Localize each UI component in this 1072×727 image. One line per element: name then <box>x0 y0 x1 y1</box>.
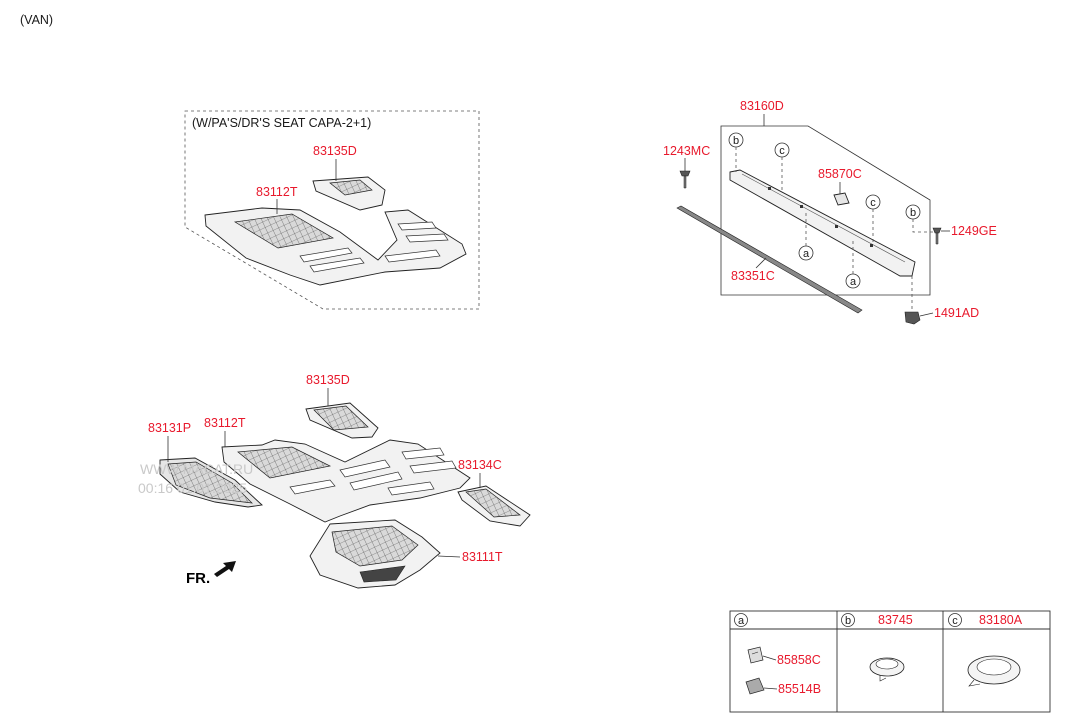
inset-mat-83112t[interactable] <box>204 207 467 286</box>
inset-box-frame <box>184 110 480 310</box>
label-83134c[interactable]: 83134C <box>458 458 502 472</box>
legend-part-83745[interactable]: 83745 <box>878 613 913 627</box>
legend-table <box>729 610 1051 713</box>
legend-key-a: a <box>734 613 748 627</box>
scuff-plate-83160d[interactable] <box>729 169 916 277</box>
label-83160d[interactable]: 83160D <box>740 99 784 113</box>
svg-text:a: a <box>850 276 857 288</box>
legend-item-85858c[interactable]: 85858C <box>777 653 821 667</box>
label-1491ad[interactable]: 1491AD <box>934 306 979 320</box>
inset-mat-83135d[interactable] <box>312 176 386 211</box>
legend-part-83180a[interactable]: 83180A <box>979 613 1023 627</box>
label-83131p[interactable]: 83131P <box>148 421 191 435</box>
legend-key-b: b <box>841 613 855 627</box>
svg-text:b: b <box>910 207 916 219</box>
label-83135d-inset[interactable]: 83135D <box>313 144 357 158</box>
svg-text:a: a <box>738 615 745 627</box>
clip-85858c-icon <box>747 646 764 664</box>
mat-83135d[interactable] <box>305 402 379 439</box>
plug-83745-icon[interactable] <box>869 657 905 682</box>
label-83112t[interactable]: 83112T <box>204 416 246 430</box>
legend-key-c: c <box>948 613 962 627</box>
callout-b-top: b <box>728 132 744 148</box>
svg-text:b: b <box>845 615 851 627</box>
callout-c-right: c <box>865 194 881 210</box>
label-83111t[interactable]: 83111T <box>462 550 503 564</box>
label-1249ge[interactable]: 1249GE <box>951 224 997 238</box>
callout-a-right: a <box>845 273 861 289</box>
assembly-frame-83160d <box>720 125 931 296</box>
svg-text:c: c <box>779 145 785 157</box>
clip-85514b-icon <box>745 677 765 695</box>
direction-label: FR. <box>186 570 210 587</box>
label-85870c[interactable]: 85870C <box>818 167 862 181</box>
mat-83112t[interactable] <box>221 439 471 523</box>
plug-83180a-icon[interactable] <box>967 655 1021 687</box>
label-83112t-inset[interactable]: 83112T <box>256 185 298 199</box>
callout-c-left: c <box>774 142 790 158</box>
screw-1249ge[interactable] <box>932 227 942 245</box>
mat-83131p[interactable] <box>159 457 263 508</box>
variant-label: (VAN) <box>20 13 53 27</box>
clip-85870c[interactable] <box>833 192 850 206</box>
clip-1491ad[interactable] <box>904 311 921 325</box>
mat-83134c[interactable] <box>457 485 531 527</box>
watermark-line-1: WWW.MACAT.RU <box>140 461 253 477</box>
svg-text:c: c <box>870 197 876 209</box>
legend-item-85514b[interactable]: 85514B <box>778 682 821 696</box>
inset-box-title: (W/PA'S/DR'S SEAT CAPA-2+1) <box>192 116 371 130</box>
strip-83351c[interactable] <box>676 205 863 314</box>
svg-text:c: c <box>952 615 958 627</box>
svg-text:a: a <box>803 248 810 260</box>
mat-83111t[interactable] <box>309 519 441 589</box>
label-83135d[interactable]: 83135D <box>306 373 350 387</box>
front-arrow-icon <box>214 561 236 577</box>
svg-text:b: b <box>733 135 739 147</box>
callout-b-right: b <box>905 204 921 220</box>
callout-a-left: a <box>798 245 814 261</box>
label-1243mc[interactable]: 1243MC <box>663 144 710 158</box>
screw-1243mc[interactable] <box>679 170 691 189</box>
label-83351c[interactable]: 83351C <box>731 269 775 283</box>
watermark-line-2: 00:16 01.01.2025 <box>138 480 247 496</box>
